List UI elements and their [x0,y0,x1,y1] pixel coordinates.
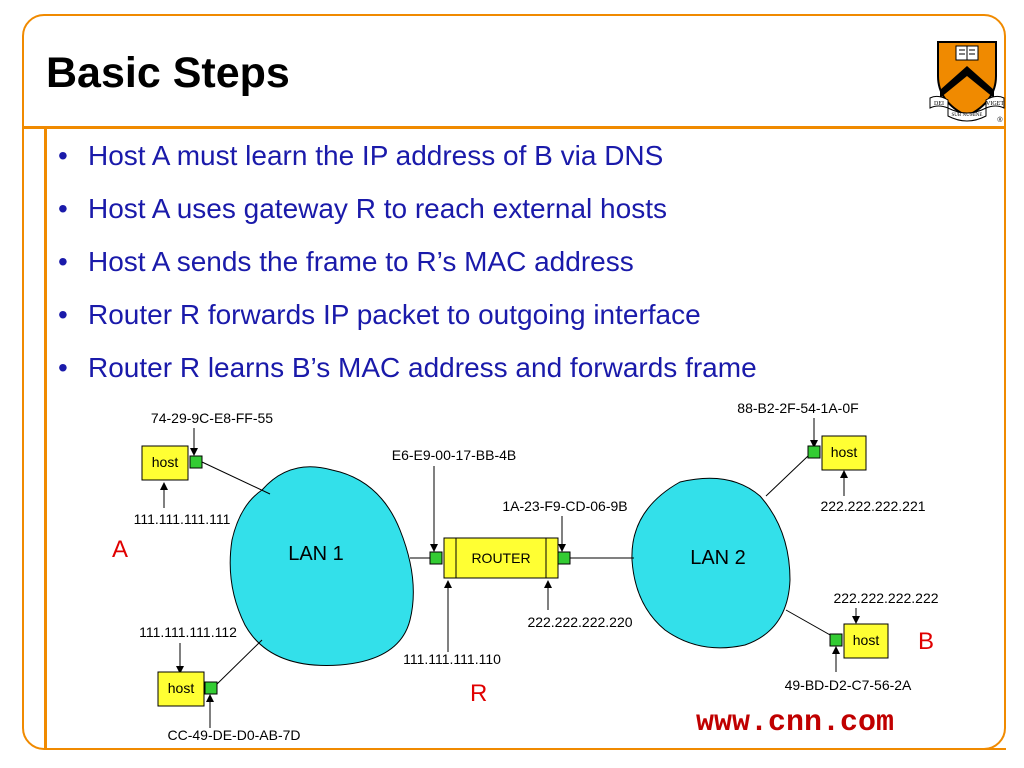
host3-label: host [831,444,858,460]
bullet-text: Router R learns B’s MAC address and forw… [88,352,757,383]
hostB-mac: 49-BD-D2-C7-56-2A [785,677,912,693]
host2-ip: 111.111.111.112 [139,624,237,640]
host3-box [821,435,867,471]
bullet-item: • Host A sends the frame to R’s MAC addre… [58,242,757,295]
hostA-label: host [152,454,179,470]
lan2-label: LAN 2 [690,547,746,569]
router-box [443,537,559,579]
bottom-rule [60,748,1006,750]
bullet-dot: • [58,140,68,171]
lan1-cloud [229,466,414,666]
hostB-letter: B [918,628,935,655]
hostA-box [141,445,189,481]
hostB-port [829,633,843,647]
svg-text:VIGET: VIGET [986,101,1004,107]
host3-mac: 88-B2-2F-54-1A-0F [737,400,858,416]
hostA-port [189,455,203,469]
bullet-item: • Host A uses gateway R to reach external… [58,189,757,242]
bullet-dot: • [58,352,68,383]
host3-port [807,445,821,459]
hostA-letter: A [112,536,129,563]
router-right-ip: 222.222.222.220 [527,614,632,630]
bullet-dot: • [58,193,68,224]
router-right-mac: 1A-23-F9-CD-06-9B [502,498,627,514]
svg-text:DEI: DEI [934,101,944,107]
lan1-label: LAN 1 [288,543,344,565]
router-left-port [429,551,443,565]
host2-box [157,671,205,707]
hostA-mac: 74-29-9C-E8-FF-55 [151,410,273,426]
svg-text:®: ® [997,116,1003,124]
hostB-label: host [853,632,880,648]
hostB-ip: 222.222.222.222 [833,590,938,606]
footer-url: www.cnn.com [696,706,895,740]
router-left-ip: 111.111.111.110 [403,651,501,667]
router-left-mac: E6-E9-00-17-BB-4B [392,447,517,463]
link-hostA-lan1 [201,461,271,495]
host2-mac: CC-49-DE-D0-AB-7D [167,727,300,743]
host3-ip: 222.222.222.221 [820,498,925,514]
bullet-text: Host A uses gateway R to reach external … [88,193,667,224]
bullet-text: Router R forwards IP packet to outgoing … [88,299,701,330]
host2-port [204,681,218,695]
hostB-box [843,623,889,659]
bullet-list: • Host A must learn the IP address of B v… [58,136,757,401]
bullet-item: • Router R forwards IP packet to outgoing… [58,295,757,348]
router-label: ROUTER [471,550,530,566]
title-rule [22,126,1006,129]
bullet-dot: • [58,246,68,277]
link-host2-lan1 [214,639,263,687]
bullet-text: Host A sends the frame to R’s MAC addres… [88,246,634,277]
hostA-ip: 111.111.111.111 [134,511,231,527]
bullet-text: Host A must learn the IP address of B vi… [88,140,664,171]
router-right-port [557,551,571,565]
left-rule [44,126,47,750]
link-lan2-hostB [785,609,833,637]
svg-text:SUB NUMINE: SUB NUMINE [952,113,983,118]
bullet-dot: • [58,299,68,330]
university-shield-logo: DEI VIGET SUB NUMINE ® [929,41,1005,124]
bullet-item: • Host A must learn the IP address of B v… [58,136,757,189]
host2-label: host [168,680,195,696]
lan2-cloud [631,477,791,649]
link-lan2-host3 [765,455,809,497]
slide-title: Basic Steps [46,49,290,97]
bullet-item: • Router R learns B’s MAC address and for… [58,348,757,401]
router-letter: R [470,680,488,707]
